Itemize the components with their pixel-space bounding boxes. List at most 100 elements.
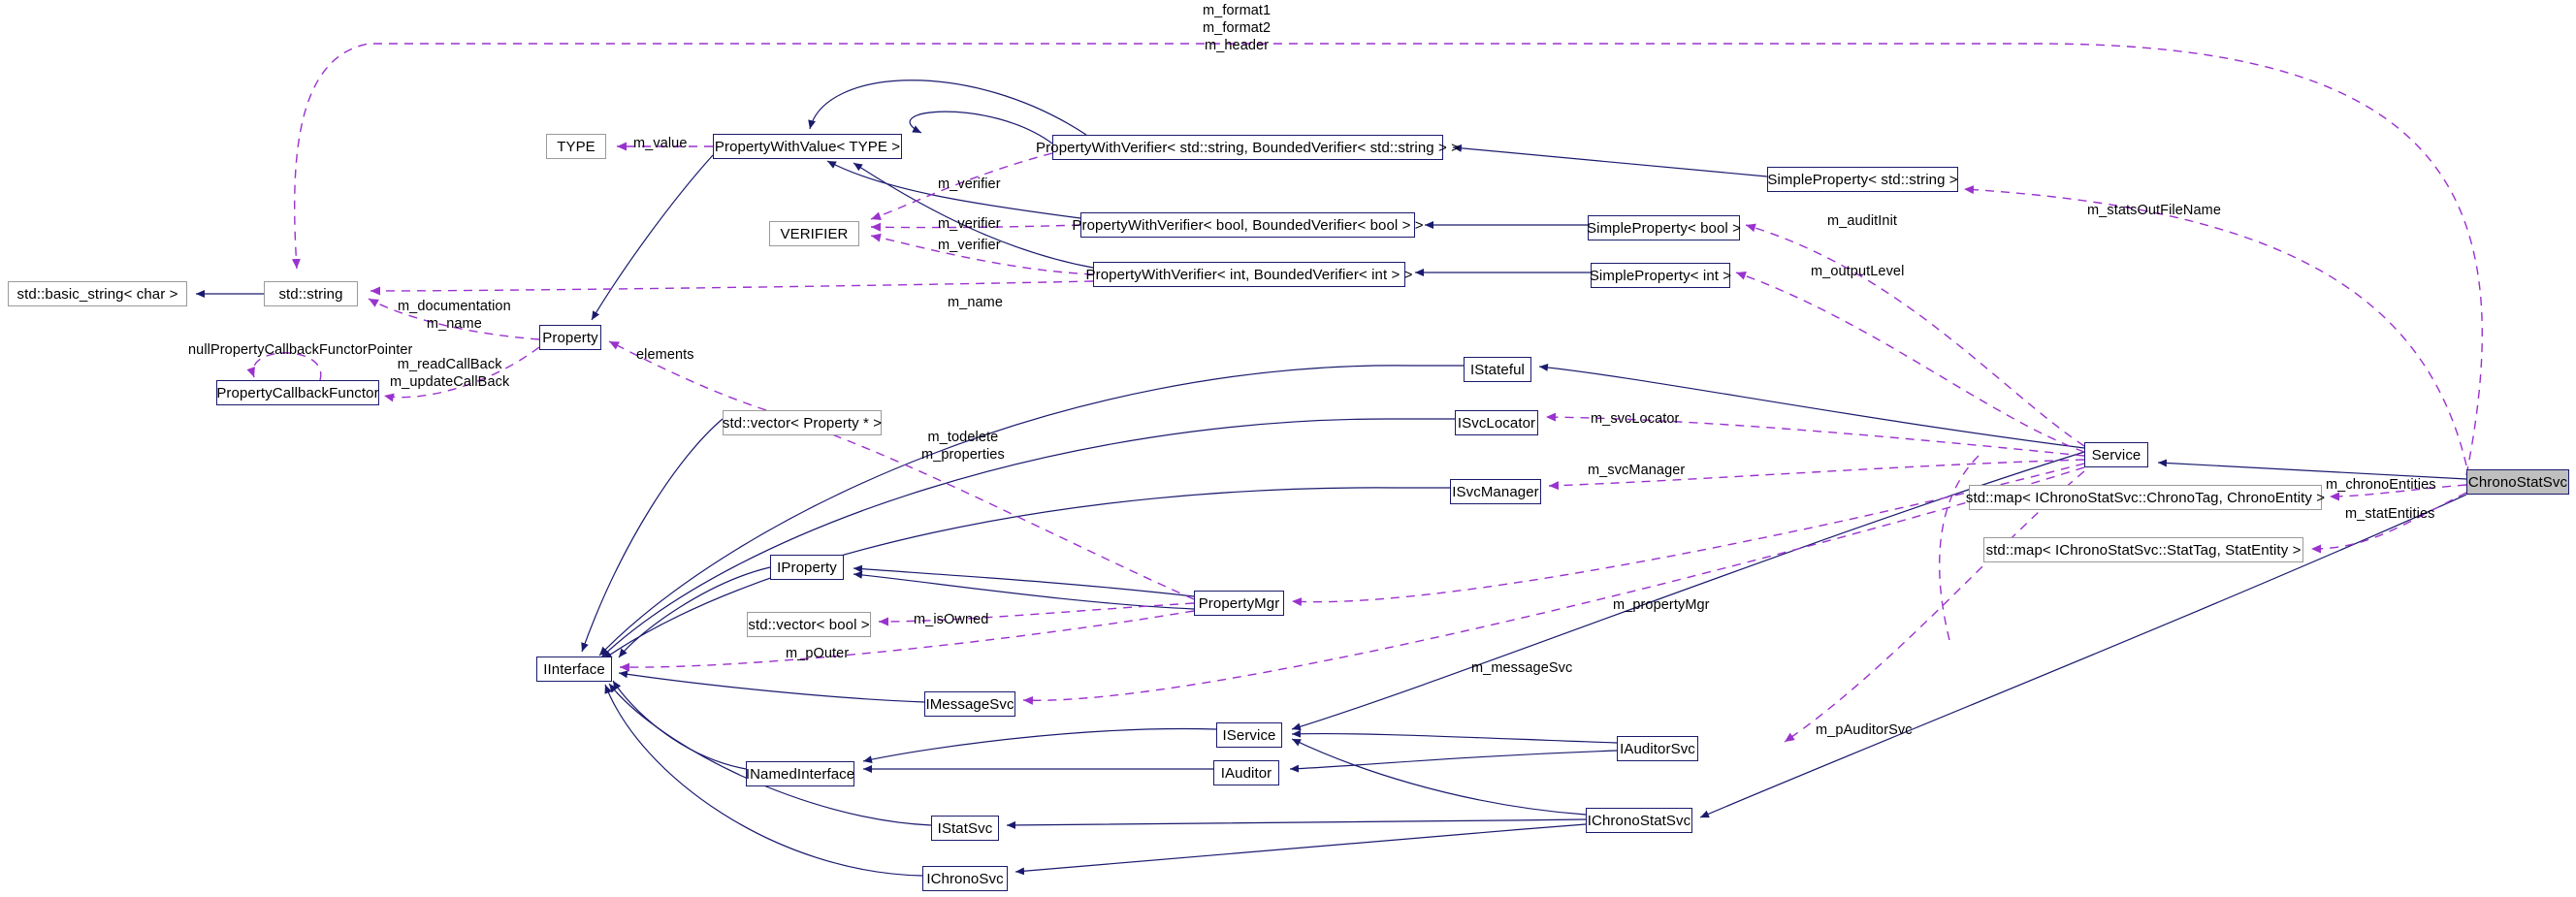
node-iproperty[interactable]: IProperty [770,555,844,580]
edge-label-m-svcmanager: m_svcManager [1588,462,1685,479]
node-label: std::vector< bool > [748,616,870,633]
edge-label-m-propertymgr: m_propertyMgr [1613,596,1710,614]
edge-label-text: m_pAuditorSvc [1816,722,1913,738]
edge-label-text: m_svcLocator [1591,411,1680,427]
edge-label-m-messagesvc: m_messageSvc [1471,659,1572,677]
node-label: IStatSvc [937,819,993,837]
edge-label-m-statentities: m_statEntities [2345,505,2434,523]
edge-label-text: m_verifier [938,216,1001,232]
node-label: IAuditorSvc [1620,740,1695,757]
edge-label-text: m_propertyMgr [1613,597,1710,613]
edge-label-text: nullPropertyCallbackFunctorPointer [188,342,413,358]
edge-label-text: m_chronoEntities [2326,477,2436,493]
edge-label-m-value: m_value [633,135,688,152]
node-istatsvc[interactable]: IStatSvc [931,816,999,841]
edge-label-text: m_statEntities [2345,506,2435,522]
node-label: SimpleProperty< bool > [1587,219,1741,237]
node-imessagesvc[interactable]: IMessageSvc [924,691,1015,717]
node-label: PropertyWithVerifier< int, BoundedVerifi… [1085,266,1413,283]
node-label: ISvcLocator [1457,414,1536,432]
node-label: IProperty [777,559,837,576]
edge-label-text: m_name [948,295,1004,310]
node-label: IAuditor [1220,764,1272,782]
edge-label-m-isowned: m_isOwned [914,611,988,628]
node-label: IChronoSvc [926,870,1004,887]
node-iauditorsvc[interactable]: IAuditorSvc [1617,736,1698,761]
edge-label-text: m_documentation m_name [398,299,511,333]
node-ichronostatsvc[interactable]: IChronoStatSvc [1586,808,1692,833]
edge-label-text: m_auditInit [1827,213,1898,229]
edge-label-text: m_value [633,136,688,151]
node-iauditor[interactable]: IAuditor [1213,760,1279,785]
edge-label-text: m_statsOutFileName [2087,203,2221,218]
node-std-basic-string[interactable]: std::basic_string< char > [8,281,187,306]
node-verifier[interactable]: VERIFIER [769,221,859,246]
node-iinterface[interactable]: IInterface [536,657,612,682]
node-type[interactable]: TYPE [546,134,606,159]
node-istateful[interactable]: IStateful [1464,357,1531,382]
node-label: IStateful [1470,361,1525,378]
node-label: PropertyMgr [1198,594,1280,612]
node-std-string[interactable]: std::string [264,281,358,306]
node-label: IService [1222,726,1276,744]
node-vector-bool[interactable]: std::vector< bool > [747,612,871,637]
edge-label-m-format-header: m_format1 m_format2 m_header [1203,2,1271,54]
node-map-stattag-statentity[interactable]: std::map< IChronoStatSvc::StatTag, StatE… [1983,537,2303,562]
node-label: VERIFIER [780,225,849,242]
edge-label-text: m_format1 m_format2 m_header [1203,3,1272,54]
node-label: IMessageSvc [925,695,1014,713]
edge-label-text: m_pOuter [786,646,850,661]
node-property-with-verifier-string[interactable]: PropertyWithVerifier< std::string, Bound… [1036,135,1460,160]
node-label: ISvcManager [1452,483,1539,500]
node-property-with-value[interactable]: PropertyWithValue< TYPE > [713,134,902,159]
edge-label-text: elements [636,347,694,363]
node-label: PropertyCallbackFunctor [216,384,379,401]
node-map-chronotag-chronoentity[interactable]: std::map< IChronoStatSvc::ChronoTag, Chr… [1965,485,2326,510]
node-vector-property-ptr[interactable]: std::vector< Property * > [723,410,882,435]
node-label: Property [542,329,598,346]
node-propertymgr[interactable]: PropertyMgr [1194,591,1284,616]
node-label: std::vector< Property * > [722,414,883,432]
edge-label-m-chronoentities: m_chronoEntities [2326,476,2436,494]
node-label: std::map< IChronoStatSvc::ChronoTag, Chr… [1965,489,2326,506]
node-ichronosvc[interactable]: IChronoSvc [922,866,1008,891]
node-simple-property-int[interactable]: SimpleProperty< int > [1590,263,1731,288]
node-chronostatsvc[interactable]: ChronoStatSvc [2466,469,2569,495]
node-label: IChronoStatSvc [1587,812,1691,829]
node-label: std::basic_string< char > [16,285,178,303]
node-iservice[interactable]: IService [1216,722,1282,748]
edge-label-m-pouter: m_pOuter [786,645,849,662]
node-label: PropertyWithVerifier< bool, BoundedVerif… [1072,216,1424,234]
edge-label-elements: elements [636,346,694,364]
node-property-callback-functor[interactable]: PropertyCallbackFunctor [216,380,379,405]
edge-label-text: m_svcManager [1588,463,1686,478]
node-label: std::map< IChronoStatSvc::StatTag, StatE… [1985,541,2302,559]
edge-label-text: m_readCallBack m_updateCallBack [390,357,510,391]
node-isvclocator[interactable]: ISvcLocator [1455,410,1538,435]
edge-label-text: m_todelete m_properties [921,430,1005,464]
node-property-with-verifier-bool[interactable]: PropertyWithVerifier< bool, BoundedVerif… [1072,212,1423,238]
edge-label-m-todelete: m_todelete m_properties [921,429,1005,464]
edge-label-m-readcallback: m_readCallBack m_updateCallBack [390,356,509,391]
edge-label-text: m_isOwned [914,612,989,627]
node-label: INamedInterface [745,765,855,783]
edge-label-m-name-property: m_name [948,294,1003,311]
edge-label-m-verifier-bottom: m_verifier [938,237,1001,254]
node-property-with-verifier-int[interactable]: PropertyWithVerifier< int, BoundedVerifi… [1086,262,1412,287]
edge-label-text: m_messageSvc [1471,660,1573,676]
node-inamedinterface[interactable]: INamedInterface [746,761,854,786]
node-label: ChronoStatSvc [2467,473,2568,491]
node-property[interactable]: Property [539,325,601,350]
node-isvcmanager[interactable]: ISvcManager [1450,479,1541,504]
node-simple-property-string[interactable]: SimpleProperty< std::string > [1767,167,1958,192]
node-service[interactable]: Service [2084,442,2148,467]
node-simple-property-bool[interactable]: SimpleProperty< bool > [1587,215,1741,240]
edge-label-m-statsoutfilename: m_statsOutFileName [2087,202,2221,219]
node-label: PropertyWithVerifier< std::string, Bound… [1036,139,1460,156]
node-label: SimpleProperty< std::string > [1767,171,1958,188]
edge-label-nullpropertycallbackfunctorpointer: nullPropertyCallbackFunctorPointer [188,341,412,359]
node-label: TYPE [557,138,596,155]
node-label: PropertyWithValue< TYPE > [714,138,901,155]
node-label: Service [2091,446,2141,464]
